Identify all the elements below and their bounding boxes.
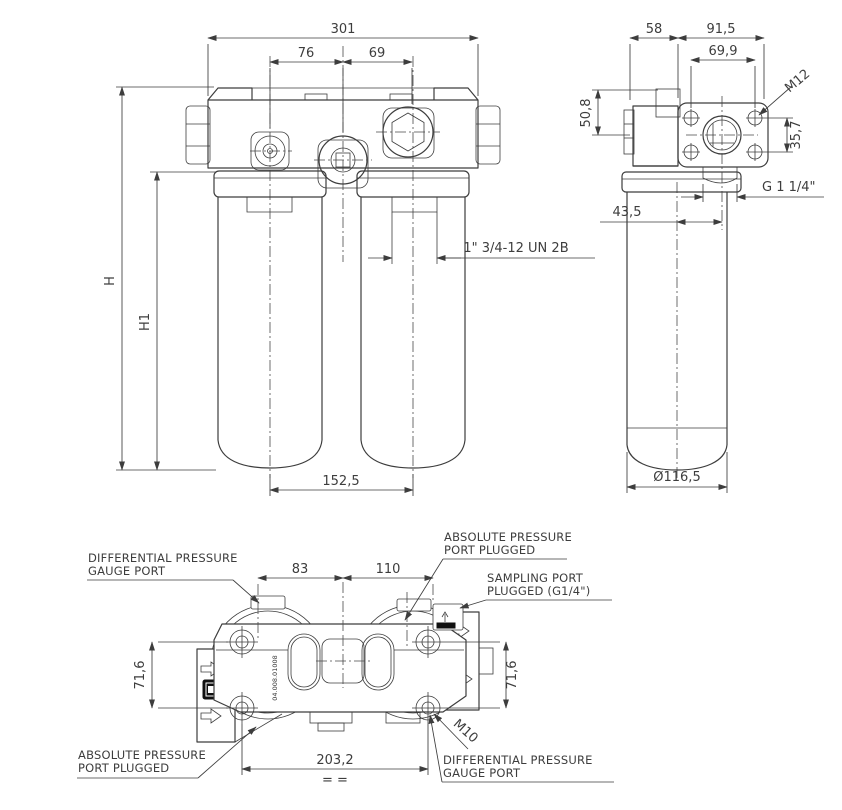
side-filter-head xyxy=(623,88,769,202)
dim-port-offset: 43,5 xyxy=(613,205,642,220)
label-abs-pressure-top: ABSOLUTE PRESSURE xyxy=(444,530,572,544)
label-abs-pressure-bottom: ABSOLUTE PRESSURE xyxy=(78,748,206,762)
label-diff-gauge-top: DIFFERENTIAL PRESSURE xyxy=(88,551,238,565)
dim-port-thread-g114: G 1 1/4" xyxy=(762,180,816,195)
dim-right-port-offset: 69 xyxy=(369,46,386,61)
dim-gauge-port-offset: 83 xyxy=(292,562,309,577)
flange-center-port xyxy=(702,115,742,155)
front-left-bowl xyxy=(213,170,327,469)
mounting-bolts xyxy=(226,626,444,724)
dim-overall-width: 301 xyxy=(331,22,356,37)
right-port-flange xyxy=(475,105,501,165)
top-labels: DIFFERENTIAL PRESSURE GAUGE PORT ABSOLUT… xyxy=(77,530,614,783)
svg-text:PLUGGED (G1/4"): PLUGGED (G1/4") xyxy=(487,584,590,598)
front-filter-head xyxy=(185,87,501,189)
front-dimensions: 301 76 69 H H1 152,5 1" 3/4-12 UN 2B xyxy=(103,22,595,496)
dim-bolt-spacing-left: 71,6 xyxy=(133,661,148,690)
dim-bolt-thread-m12: M12 xyxy=(782,67,813,96)
dim-head-height: 50,8 xyxy=(579,99,594,128)
flange-bolt-holes xyxy=(682,109,764,161)
dim-bolt-spacing-v: 35,7 xyxy=(789,121,804,150)
inlet-flange-plate xyxy=(677,102,769,168)
dim-bolt-thread-m10: M10 xyxy=(450,717,481,747)
dim-sampling-port-offset: 110 xyxy=(376,562,401,577)
casting-part-number: 04.008.01008 xyxy=(271,655,279,701)
svg-text:GAUGE PORT: GAUGE PORT xyxy=(88,564,166,578)
top-view: 04.008.01008 83 110 xyxy=(77,530,614,788)
side-view: 58 91,5 69,9 M12 50,8 35,7 G 1 1/4" 43,5 xyxy=(579,22,824,493)
dim-bowl-diameter: Ø116,5 xyxy=(653,470,700,485)
dim-depth-right: 91,5 xyxy=(707,22,736,37)
dim-bowl-height: H1 xyxy=(138,313,153,331)
port-slot xyxy=(287,633,321,691)
dim-thread-callout: 1" 3/4-12 UN 2B xyxy=(463,241,568,256)
svg-text:GAUGE PORT: GAUGE PORT xyxy=(443,766,521,780)
dim-bolt-spacing-right: 71,6 xyxy=(505,661,520,690)
svg-text:PORT PLUGGED: PORT PLUGGED xyxy=(78,761,169,775)
dim-depth-left: 58 xyxy=(646,22,663,37)
port-slot xyxy=(361,633,395,691)
dim-total-height: H xyxy=(103,276,118,286)
diff-gauge-port-boss xyxy=(250,595,286,610)
label-sampling-port: SAMPLING PORT xyxy=(487,571,584,585)
dim-bolt-span: 203,2 xyxy=(316,753,353,768)
hex-plug xyxy=(382,106,435,159)
dim-left-port-offset: 76 xyxy=(298,46,315,61)
side-dimensions: 58 91,5 69,9 M12 50,8 35,7 G 1 1/4" 43,5 xyxy=(579,22,824,493)
symmetry-marks: = = xyxy=(322,773,348,788)
dim-bowl-spacing: 152,5 xyxy=(322,474,359,489)
bottom-boss xyxy=(309,711,353,724)
bottom-boss xyxy=(385,711,421,724)
svg-text:PORT PLUGGED: PORT PLUGGED xyxy=(444,543,535,557)
side-bowl xyxy=(621,171,742,471)
clogging-indicator-port xyxy=(250,131,290,171)
flow-direction-arrow xyxy=(200,708,222,724)
left-port-flange xyxy=(185,105,211,165)
dim-bolt-spacing-h: 69,9 xyxy=(709,44,738,59)
changeover-valve xyxy=(314,135,372,189)
sampling-port-boss xyxy=(432,603,464,631)
label-diff-gauge-bottom: DIFFERENTIAL PRESSURE xyxy=(443,753,593,767)
front-view: 301 76 69 H H1 152,5 1" 3/4-12 UN 2B xyxy=(103,22,595,496)
